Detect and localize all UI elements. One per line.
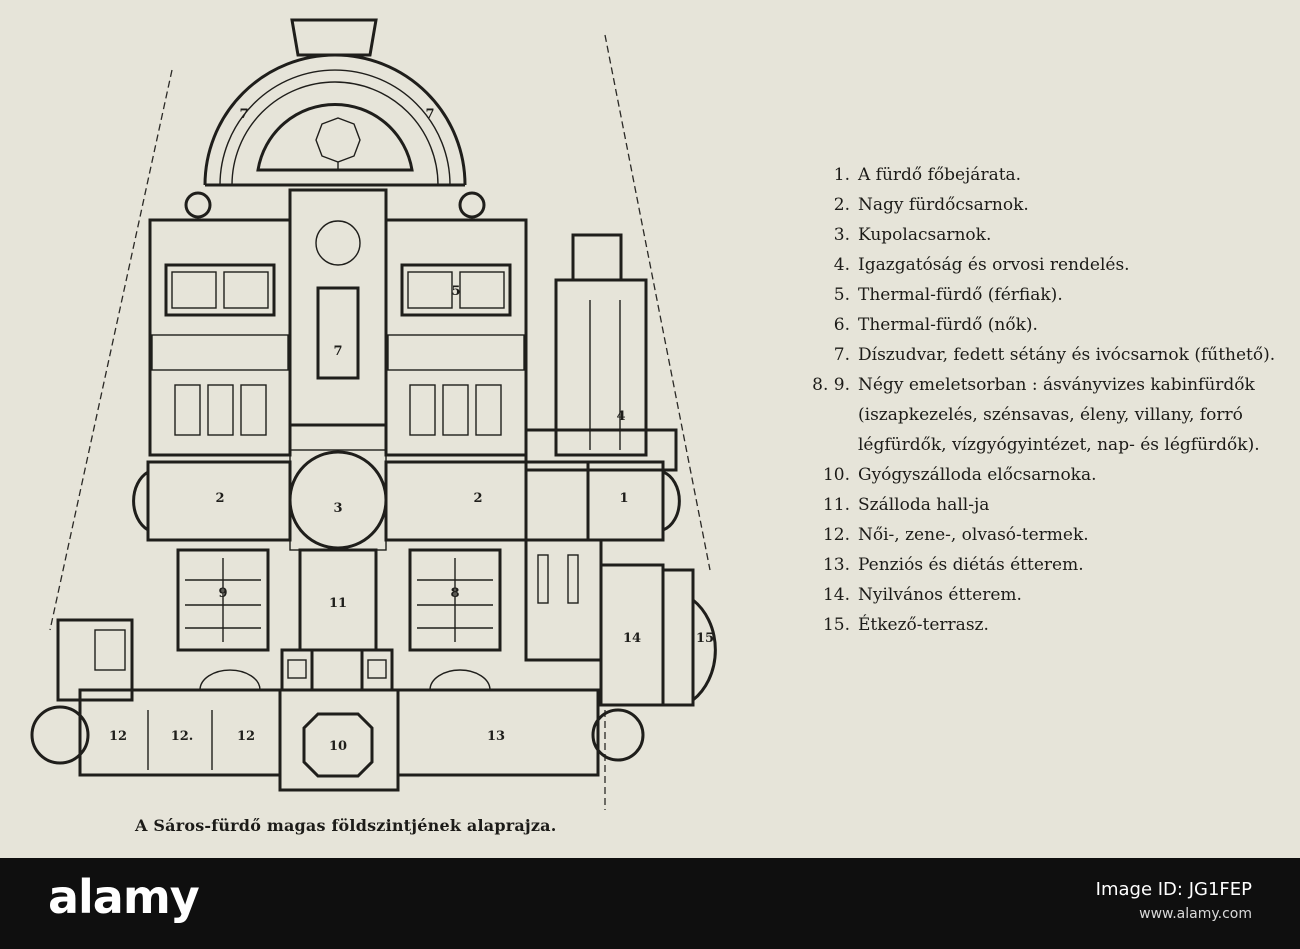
legend-item-6: 6.Thermal-fürdő (nők). — [833, 315, 1038, 335]
wing-right — [524, 233, 678, 472]
legend-item-3: 3.Kupolacsarnok. — [833, 225, 992, 245]
plan-label-14: 14 — [623, 631, 641, 646]
court-of-honour — [184, 18, 486, 219]
block-upper-right — [384, 218, 528, 457]
plan-label-7-right: 7 — [425, 107, 434, 122]
watermark-footer: alamy Image ID: JG1FEP www.alamy.com — [0, 858, 1300, 949]
plan-label-15: 15 — [696, 631, 714, 646]
cabin-blocks — [176, 538, 717, 707]
plan-label-3: 3 — [333, 501, 342, 516]
small-rooms — [56, 618, 394, 702]
image-id-text: Image ID: JG1FEP — [1095, 879, 1252, 900]
plan-label-8: 8 — [450, 586, 459, 601]
plan-label-10: 10 — [329, 739, 347, 754]
plan-label-2-left: 2 — [215, 491, 224, 506]
legend-item-5: 5.Thermal-fürdő (férfiak). — [833, 285, 1063, 305]
plan-caption: A Sáros-fürdő magas földszintjének alapr… — [135, 816, 557, 835]
legend-item-7: 7.Díszudvar, fedett sétány és ivócsarnok… — [833, 345, 1276, 365]
plan-label-9: 9 — [218, 586, 227, 601]
legend-item-10: 10.Gyógyszálloda előcsarnoka. — [822, 465, 1097, 485]
plan-label-12-c: 12 — [237, 729, 255, 744]
legend-item-11: 11.Szálloda hall-ja — [822, 495, 990, 515]
plan-label-11: 11 — [329, 596, 347, 611]
boundary-line-right — [604, 34, 711, 571]
plan-label-2-right: 2 — [473, 491, 482, 506]
boundary-line-left — [49, 69, 173, 631]
brand-logo: alamy — [48, 870, 200, 924]
image-id-block: Image ID: JG1FEP www.alamy.com — [1096, 878, 1252, 926]
legend-item-4: 4.Igazgatóság és orvosi rendelés. — [833, 255, 1130, 275]
legend-item-15: 15.Étkező-terrasz. — [822, 615, 989, 635]
legend-item-2: 2.Nagy fürdőcsarnok. — [833, 195, 1029, 215]
floor-plan: 7 7 7 5 4 2 3 2 1 9 11 8 14 15 12 12. 12… — [30, 18, 717, 810]
legend-item-8-9: 8. 9.Négy emeletsorban : ásványvizes kab… — [812, 375, 1260, 455]
scanned-page: 7 7 7 5 4 2 3 2 1 9 11 8 14 15 12 12. 12… — [30, 18, 1280, 835]
central-gallery — [288, 188, 388, 427]
plan-label-7-centre: 7 — [333, 344, 342, 359]
plan-label-1: 1 — [619, 491, 628, 506]
plan-label-4: 4 — [616, 409, 625, 424]
legend-item-12: 12.Női-, zene-, olvasó-termek. — [822, 525, 1089, 545]
plan-label-12-a: 12 — [109, 729, 127, 744]
block-upper-left — [148, 218, 292, 457]
legend-list: 1.A fürdő főbejárata. 2.Nagy fürdőcsarno… — [800, 160, 1280, 640]
plan-label-5: 5 — [451, 284, 460, 299]
legend-item-13: 13.Penziós és diétás étterem. — [822, 555, 1084, 575]
legend-item-1: 1.A fürdő főbejárata. — [833, 165, 1022, 185]
plan-label-13: 13 — [487, 729, 505, 744]
plan-label-12-b: 12. — [171, 729, 194, 744]
wing-bottom — [30, 669, 645, 792]
site-url: www.alamy.com — [1139, 906, 1252, 922]
legend-item-14: 14.Nyilvános étterem. — [822, 585, 1022, 605]
plan-label-7-left: 7 — [239, 107, 248, 122]
